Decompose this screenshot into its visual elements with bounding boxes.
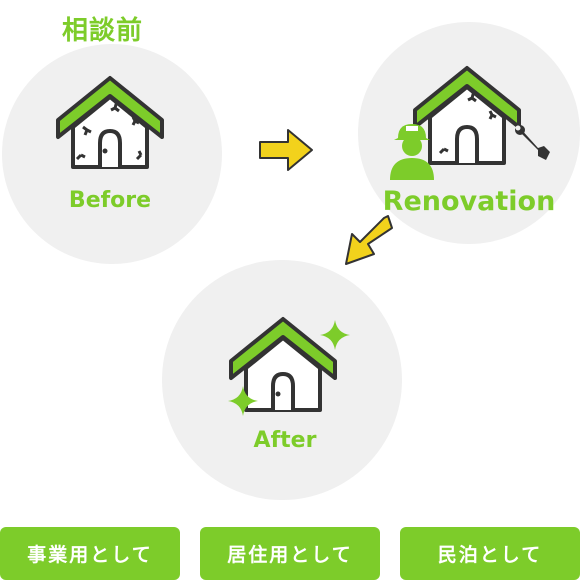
page-title: 相談前 bbox=[62, 16, 144, 46]
sparkle-icon bbox=[320, 320, 350, 350]
arrow-right-icon bbox=[259, 129, 313, 171]
residential-use-button[interactable]: 居住用として bbox=[200, 527, 380, 580]
renovation-label: Renovation bbox=[382, 186, 556, 217]
wrench-icon bbox=[515, 125, 550, 160]
before-label: Before bbox=[68, 188, 152, 213]
sparkle-icon bbox=[228, 386, 258, 416]
vacation-rental-button[interactable]: 民泊として bbox=[400, 527, 580, 580]
damaged-house-icon bbox=[56, 76, 164, 169]
business-use-button[interactable]: 事業用として bbox=[0, 527, 180, 580]
arrow-down-left-icon bbox=[345, 215, 393, 265]
clean-house-icon bbox=[229, 317, 337, 412]
after-label: After bbox=[253, 428, 317, 453]
worker-icon bbox=[390, 124, 434, 180]
